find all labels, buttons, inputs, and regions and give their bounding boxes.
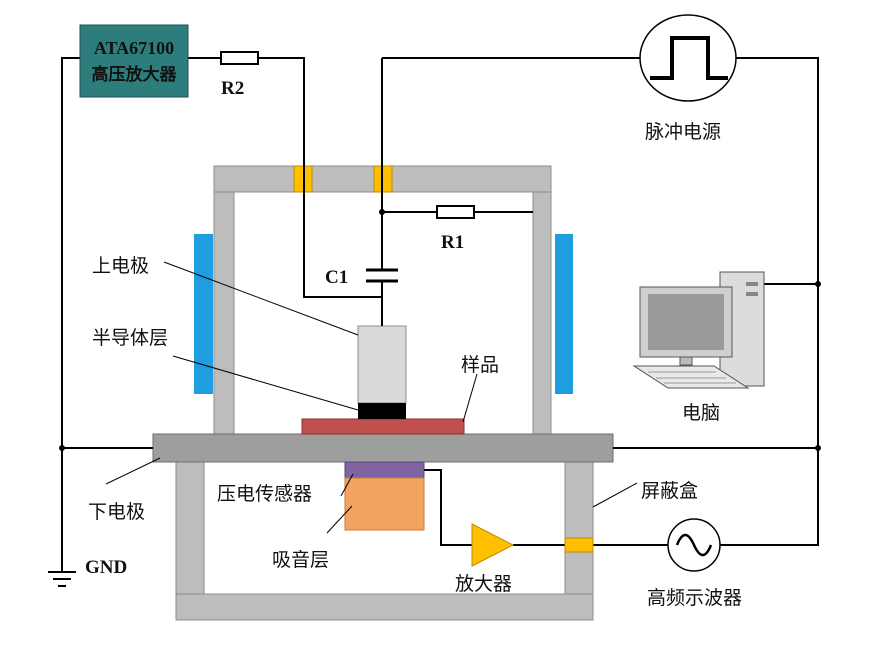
leader-lower-electrode (105, 457, 161, 485)
sample-block (301, 418, 465, 435)
junction-r1 (379, 209, 385, 215)
label-absorber-layer: 吸音层 (272, 549, 329, 571)
amplifier-icon (471, 523, 515, 567)
ground-icon (48, 571, 76, 587)
junction-right (815, 445, 821, 451)
resistor-r1 (436, 205, 475, 219)
absorber-layer (344, 477, 425, 531)
semiconductor-layer (358, 403, 406, 419)
label-sample: 样品 (461, 354, 499, 376)
computer-screen (648, 294, 724, 350)
leader-piezo (340, 473, 354, 497)
sine-wave-icon (675, 533, 713, 557)
label-upper-electrode: 上电极 (92, 255, 149, 277)
resistor-r2 (220, 51, 259, 65)
label-pulse-source: 脉冲电源 (645, 121, 721, 143)
label-lower-electrode: 下电极 (88, 501, 145, 523)
piezo-sensor (344, 461, 425, 479)
label-amplifier: 放大器 (455, 573, 512, 595)
side-panel-left (194, 234, 213, 394)
hv-amplifier-name: 高压放大器 (92, 64, 178, 85)
label-piezo-sensor: 压电传感器 (217, 483, 312, 505)
wiring (61, 57, 819, 572)
wire-scope-right (720, 448, 819, 546)
leader-upper-electrode (163, 261, 359, 336)
leader-sample (462, 373, 478, 423)
leader-semiconductor (172, 355, 359, 411)
leader-shield-box (592, 482, 638, 508)
label-gnd: GND (85, 557, 127, 578)
shield-connector (564, 537, 594, 553)
shield-left-wall (175, 461, 205, 595)
label-r2: R2 (221, 78, 244, 99)
upper-electrode (357, 325, 407, 404)
side-panel-right (555, 234, 573, 394)
wire-pulse-right (613, 57, 819, 449)
pulse-source-circle (639, 14, 737, 102)
upper-frame-left (213, 191, 235, 437)
label-r1: R1 (441, 232, 464, 253)
wire-gnd-left (61, 57, 153, 449)
shield-box-frame (175, 461, 594, 621)
hv-amplifier-box (79, 24, 189, 98)
upper-frame-right (532, 191, 552, 437)
hv-amplifier-model: ATA67100 (94, 38, 174, 58)
leader-absorber (326, 505, 353, 534)
label-c1: C1 (325, 267, 348, 288)
shield-bottom (175, 593, 594, 621)
junction-left (59, 445, 65, 451)
pulse-wave-icon (650, 36, 728, 80)
computer-icon (632, 271, 765, 389)
label-semiconductor-layer: 半导体层 (92, 327, 168, 349)
wire-r2-electrode (258, 57, 382, 298)
label-oscilloscope: 高频示波器 (647, 587, 742, 609)
junction-computer (815, 281, 821, 287)
leader-lines (105, 261, 638, 534)
lower-electrode-plate (152, 433, 614, 463)
wire-sensor-amp (424, 469, 472, 546)
shield-right-wall (564, 461, 594, 595)
label-shield-box: 屏蔽盒 (641, 480, 698, 502)
label-computer: 电脑 (682, 402, 720, 424)
